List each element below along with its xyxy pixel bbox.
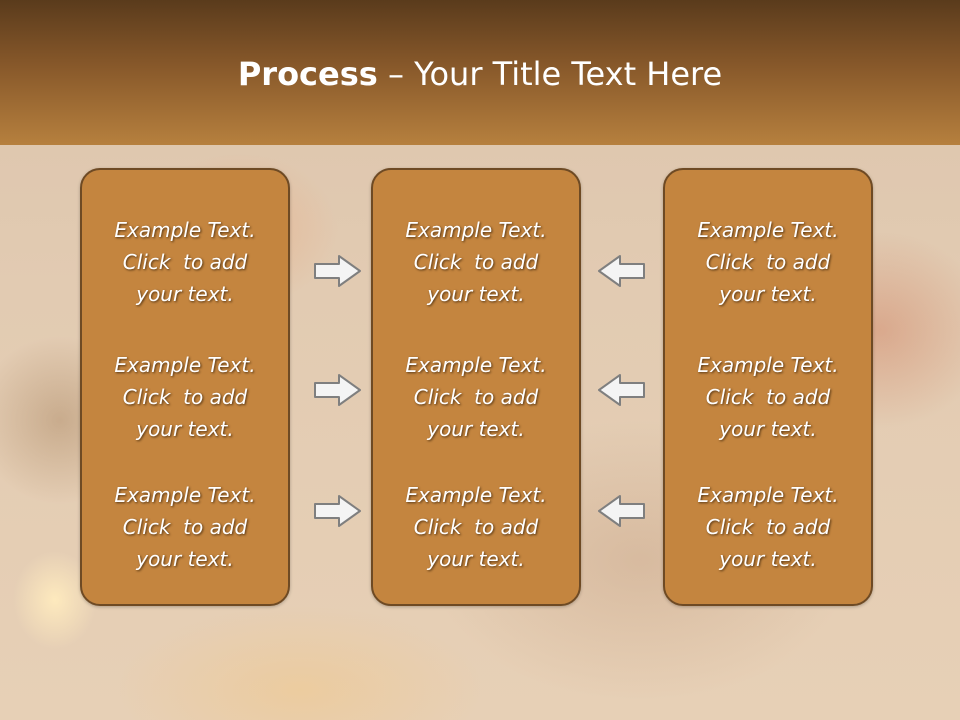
text-line: Example Text. bbox=[114, 483, 256, 507]
text-placeholder[interactable]: Example Text. Click to add your text. bbox=[665, 349, 871, 445]
text-line: Click to add bbox=[122, 385, 248, 409]
text-placeholder[interactable]: Example Text. Click to add your text. bbox=[82, 349, 288, 445]
left-arrow-icon bbox=[598, 374, 645, 406]
right-arrow-icon bbox=[314, 255, 361, 287]
text-placeholder[interactable]: Example Text. Click to add your text. bbox=[82, 214, 288, 310]
text-line: your text. bbox=[136, 417, 234, 441]
process-box-right[interactable]: Example Text. Click to add your text. Ex… bbox=[663, 168, 873, 606]
text-line: Click to add bbox=[413, 515, 539, 539]
text-line: your text. bbox=[136, 282, 234, 306]
text-placeholder[interactable]: Example Text. Click to add your text. bbox=[82, 479, 288, 575]
text-line: your text. bbox=[427, 547, 525, 571]
text-line: your text. bbox=[136, 547, 234, 571]
title-bold: Process bbox=[237, 55, 378, 93]
process-box-left[interactable]: Example Text. Click to add your text. Ex… bbox=[80, 168, 290, 606]
title-rest: – Your Title Text Here bbox=[377, 55, 723, 93]
text-line: Click to add bbox=[122, 250, 248, 274]
text-line: Example Text. bbox=[114, 353, 256, 377]
text-line: Click to add bbox=[705, 250, 831, 274]
text-line: your text. bbox=[427, 417, 525, 441]
right-arrow-icon bbox=[314, 495, 361, 527]
text-line: Click to add bbox=[413, 385, 539, 409]
text-line: your text. bbox=[719, 547, 817, 571]
title-banner: Process – Your Title Text Here bbox=[0, 0, 960, 145]
text-line: Example Text. bbox=[405, 483, 547, 507]
text-line: Click to add bbox=[705, 515, 831, 539]
left-arrow-icon bbox=[598, 495, 645, 527]
text-placeholder[interactable]: Example Text. Click to add your text. bbox=[373, 214, 579, 310]
text-line: Click to add bbox=[413, 250, 539, 274]
text-line: Example Text. bbox=[405, 353, 547, 377]
slide-title[interactable]: Process – Your Title Text Here bbox=[0, 52, 960, 96]
text-line: your text. bbox=[427, 282, 525, 306]
text-line: your text. bbox=[719, 417, 817, 441]
left-arrow-icon bbox=[598, 255, 645, 287]
text-placeholder[interactable]: Example Text. Click to add your text. bbox=[665, 479, 871, 575]
text-line: Click to add bbox=[122, 515, 248, 539]
text-line: Example Text. bbox=[697, 353, 839, 377]
process-box-center[interactable]: Example Text. Click to add your text. Ex… bbox=[371, 168, 581, 606]
right-arrow-icon bbox=[314, 374, 361, 406]
text-placeholder[interactable]: Example Text. Click to add your text. bbox=[665, 214, 871, 310]
text-line: your text. bbox=[719, 282, 817, 306]
text-placeholder[interactable]: Example Text. Click to add your text. bbox=[373, 349, 579, 445]
text-line: Example Text. bbox=[697, 218, 839, 242]
text-line: Click to add bbox=[705, 385, 831, 409]
text-line: Example Text. bbox=[114, 218, 256, 242]
text-line: Example Text. bbox=[405, 218, 547, 242]
text-line: Example Text. bbox=[697, 483, 839, 507]
text-placeholder[interactable]: Example Text. Click to add your text. bbox=[373, 479, 579, 575]
